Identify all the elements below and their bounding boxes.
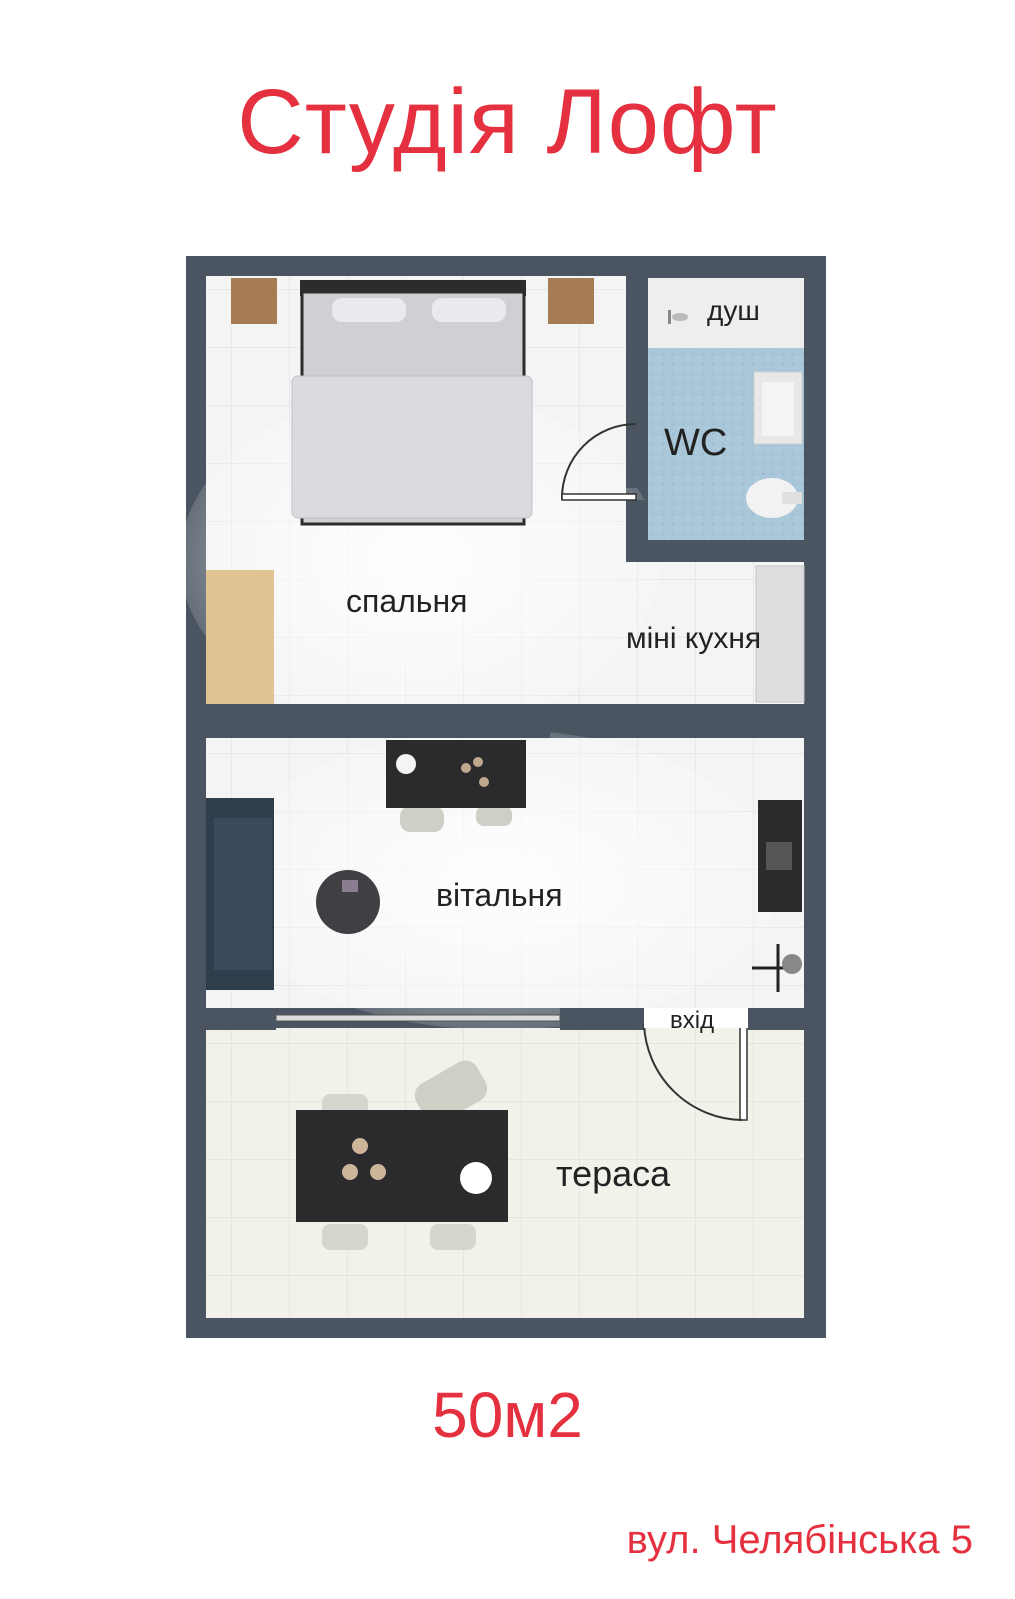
sliding-door: [275, 1014, 561, 1022]
plan-title: Студія Лофт: [237, 71, 778, 173]
address-label: вул. Челябінська 5: [626, 1518, 973, 1562]
bathroom-wall-stub: [626, 500, 648, 562]
bathroom-wall-left: [626, 256, 648, 488]
bathroom-wall-bottom: [626, 540, 826, 562]
toilet-icon: [746, 478, 802, 518]
bedroom-wall-left: [186, 704, 550, 738]
nightstand-right: [548, 278, 594, 324]
coffee-table: [316, 870, 380, 934]
terrace-wall-right: [748, 1008, 826, 1030]
nightstand-left: [231, 278, 277, 324]
label-shower: душ: [707, 295, 760, 326]
dining-table: [296, 1060, 508, 1250]
desk: [386, 740, 526, 832]
coat-hanger-icon: [752, 944, 802, 992]
shower-area: [648, 278, 804, 348]
label-terrace: тераса: [556, 1153, 671, 1194]
sofa: [206, 798, 274, 990]
area-label: 50м2: [432, 1379, 583, 1451]
label-living: вітальня: [436, 877, 563, 913]
bathroom-door: [560, 423, 637, 501]
entrance-door: [643, 1008, 748, 1121]
double-bed: [291, 280, 533, 526]
label-bedroom: спальня: [346, 583, 467, 619]
label-entrance: вхід: [670, 1007, 714, 1034]
kitchen-counter: [755, 565, 805, 703]
wardrobe: [206, 570, 274, 704]
tv-cabinet: [758, 800, 802, 912]
label-kitchen: міні кухня: [626, 622, 761, 655]
shower-head-icon: [668, 310, 688, 324]
bedroom-wall-right: [658, 704, 826, 738]
label-wc: WC: [664, 422, 727, 464]
terrace-wall-mid: [560, 1008, 644, 1030]
terrace-wall-left: [186, 1008, 276, 1030]
